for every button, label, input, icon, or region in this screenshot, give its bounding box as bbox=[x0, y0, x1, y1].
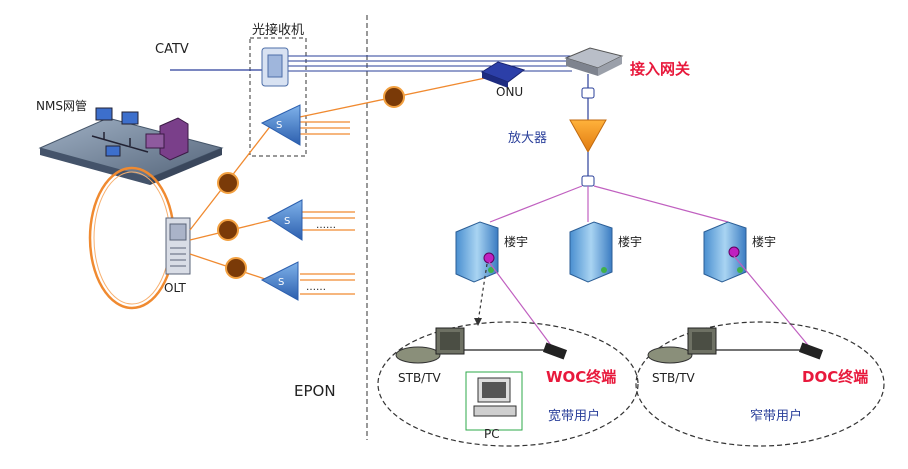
building-label-3: 楼宇 bbox=[752, 234, 776, 249]
doc-terminal-icon bbox=[798, 342, 824, 360]
ellipsis-label-2: …… bbox=[306, 282, 326, 293]
narrowband-users-group bbox=[635, 321, 885, 447]
broadband-users-group bbox=[377, 321, 639, 447]
building-icon bbox=[455, 221, 747, 283]
access-gateway-label: 接入网关 bbox=[630, 60, 690, 78]
doc-terminal-label: DOC终端 bbox=[802, 368, 868, 386]
distribution-lines bbox=[489, 185, 729, 223]
nms-label: NMS网管 bbox=[36, 98, 87, 113]
splitter-icon bbox=[260, 104, 303, 301]
splitter-label-2: S bbox=[284, 216, 290, 227]
onu-label: ONU bbox=[496, 85, 523, 99]
tap-icon-2 bbox=[581, 175, 595, 187]
access-gateway-icon bbox=[564, 47, 624, 76]
narrowband-users-label: 窄带用户 bbox=[750, 408, 802, 424]
coax-bundle-to-gateway bbox=[262, 55, 572, 72]
splitter-label-1: S bbox=[276, 120, 282, 131]
nms-server-icon bbox=[145, 117, 189, 161]
optical-receiver-box bbox=[249, 37, 307, 157]
ellipsis-label-1: …… bbox=[316, 220, 336, 231]
broadband-users-label: 宽带用户 bbox=[548, 408, 600, 424]
pc-label: PC bbox=[484, 427, 500, 441]
stb-tv-label-1: STB/TV bbox=[398, 371, 442, 385]
drop-line-dashed bbox=[477, 263, 488, 323]
fiber-ring-inner bbox=[93, 171, 171, 305]
amplifier-label: 放大器 bbox=[508, 131, 547, 146]
tv-icon bbox=[395, 327, 465, 364]
olt-label: OLT bbox=[164, 281, 186, 295]
catv-label: CATV bbox=[155, 42, 189, 57]
fiber-ring bbox=[88, 166, 176, 310]
olt-device bbox=[165, 217, 191, 275]
drop-line-doc bbox=[733, 255, 813, 351]
fiber-badge-icon bbox=[217, 86, 405, 279]
nms-computer-icon bbox=[95, 107, 139, 157]
building-label-1: 楼宇 bbox=[504, 234, 528, 249]
nms-platform bbox=[38, 117, 224, 185]
optical-receiver-icon bbox=[261, 47, 289, 87]
onu-device-icon bbox=[480, 61, 526, 88]
tap-icon bbox=[581, 87, 595, 99]
woc-terminal-label: WOC终端 bbox=[546, 368, 616, 386]
amplifier-icon bbox=[569, 119, 607, 154]
building-label-2: 楼宇 bbox=[618, 234, 642, 249]
building-node-icon bbox=[483, 246, 743, 273]
woc-terminal-icon bbox=[542, 342, 568, 360]
tv-icon-2 bbox=[647, 327, 717, 364]
splitter-label-3: S bbox=[278, 277, 284, 288]
epon-label: EPON bbox=[294, 382, 336, 400]
pc-icon bbox=[465, 371, 523, 431]
optical-receiver-label: 光接收机 bbox=[252, 22, 304, 38]
drop-line-woc bbox=[488, 261, 557, 353]
stb-tv-label-2: STB/TV bbox=[652, 371, 696, 385]
arrow-icon bbox=[474, 318, 482, 326]
